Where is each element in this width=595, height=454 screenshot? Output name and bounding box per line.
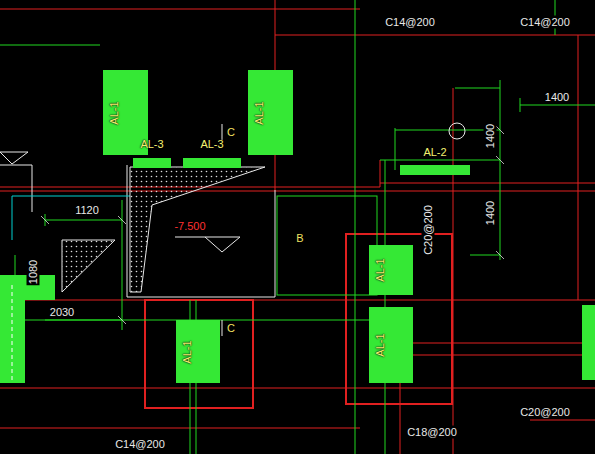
drawing-label: B [295,232,304,245]
beam-bar [183,158,241,168]
drawing-label: -7.500 [173,220,206,233]
wall-column-block: AL-1 [176,320,220,383]
beam-bar [133,158,171,168]
beam-strip: AL-2 [400,146,470,175]
rebar-note: C18@200 [406,426,458,439]
rebar-note: C20@200 [422,204,435,256]
member-label: AL-3 [200,138,223,151]
dimension-text: 1400 [544,91,570,104]
member-label: AL-1 [374,333,387,356]
member-label: AL-2 [423,146,446,159]
rebar-note: C14@200 [114,438,166,451]
dimension-text: 2030 [49,306,75,319]
member-label: AL-3 [140,138,163,151]
wall-column-block: AL-1 [369,245,413,295]
drawing-label: C [226,126,236,139]
beam-strip: AL-3 [133,138,171,168]
member-label: AL-1 [253,101,266,124]
drawing-label: C [226,322,236,335]
member-label: AL-1 [374,258,387,281]
rebar-note: C14@200 [519,16,571,29]
dimension-text: 1400 [484,123,497,149]
dimension-text: 1400 [484,200,497,226]
rebar-note: C14@200 [384,16,436,29]
member-label: AL-1 [108,101,121,124]
member-label: AL-1 [181,340,194,363]
wall-column-block: AL-1 [248,70,293,155]
dimension-text: 1120 [74,204,100,217]
dimension-text: 1080 [27,259,40,285]
rebar-note: C20@200 [519,406,571,419]
wall-column-block: AL-1 [369,307,413,383]
beam-bar [400,165,470,175]
beam-strip: AL-3 [183,138,241,168]
